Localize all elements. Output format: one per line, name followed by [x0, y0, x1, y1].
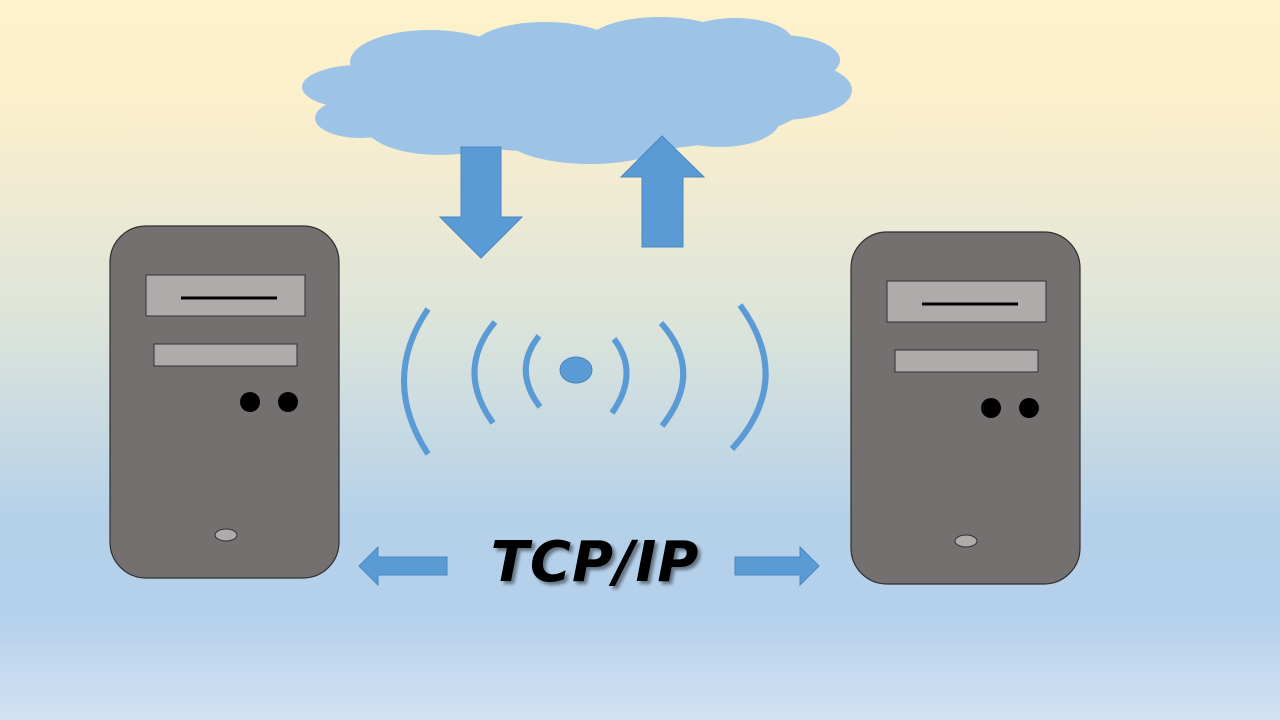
left-server-icon	[109, 225, 340, 579]
right-server-icon	[850, 231, 1081, 585]
cloud-icon	[302, 17, 852, 164]
protocol-label: TCP/IP	[490, 530, 700, 595]
cloud-down-arrow	[438, 146, 524, 259]
signal-source-dot	[559, 356, 593, 384]
cloud-up-arrow	[619, 135, 706, 248]
wifi-broadcast-icon	[401, 303, 769, 456]
right-arrow	[734, 545, 820, 587]
left-arrow	[358, 545, 448, 587]
